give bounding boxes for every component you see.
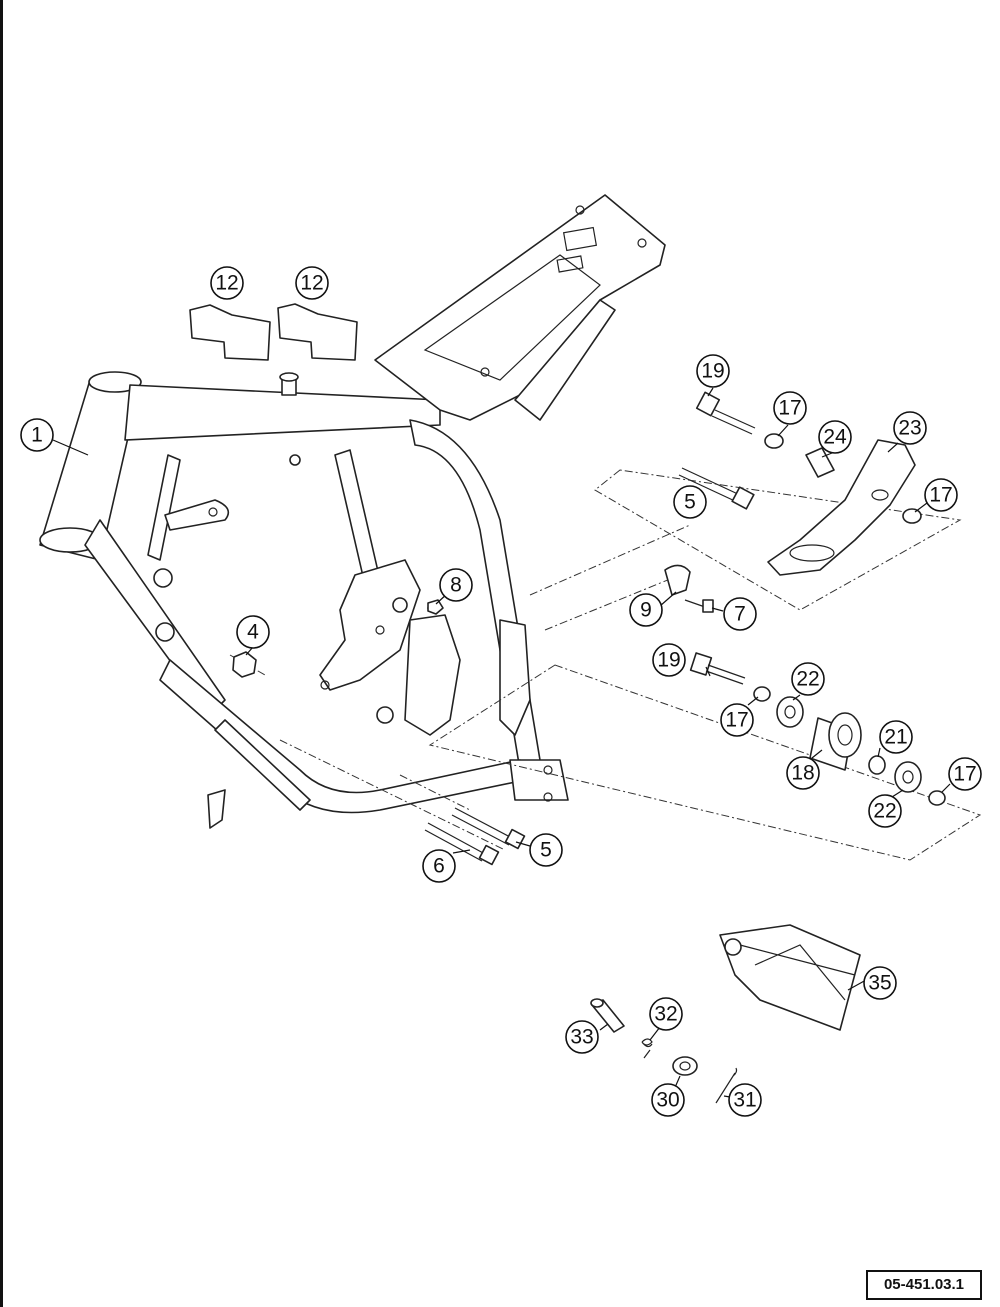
callout-32-label: 32 xyxy=(654,1003,677,1026)
callout-1-label: 1 xyxy=(31,424,43,447)
callout-31-label: 31 xyxy=(733,1089,756,1112)
callout-5-upper-label: 5 xyxy=(684,491,696,514)
callout-30: 30 xyxy=(651,1083,685,1117)
callout-32: 32 xyxy=(649,997,683,1031)
callout-21: 21 xyxy=(879,720,913,754)
callout-8: 8 xyxy=(439,568,473,602)
callout-12-right: 12 xyxy=(295,266,329,300)
callout-17-lower-left: 17 xyxy=(720,703,754,737)
callout-6-label: 6 xyxy=(433,855,445,878)
callout-17-lower-left-label: 17 xyxy=(725,709,748,732)
callout-9-label: 9 xyxy=(640,599,652,622)
callout-8-label: 8 xyxy=(450,574,462,597)
callout-22-lower: 22 xyxy=(868,794,902,828)
callout-33-label: 33 xyxy=(570,1026,593,1049)
callout-5-upper: 5 xyxy=(673,485,707,519)
callout-23-label: 23 xyxy=(898,417,921,440)
callout-6: 6 xyxy=(422,849,456,883)
callout-21-label: 21 xyxy=(884,726,907,749)
callout-19-upper: 19 xyxy=(696,354,730,388)
callout-24-label: 24 xyxy=(823,426,847,449)
callout-12-left: 12 xyxy=(210,266,244,300)
callout-35-label: 35 xyxy=(868,972,891,995)
callout-19-lower-label: 19 xyxy=(657,649,680,672)
callout-17-right-upper: 17 xyxy=(924,478,958,512)
callout-18-label: 18 xyxy=(791,762,814,785)
callout-23: 23 xyxy=(893,411,927,445)
callout-7: 7 xyxy=(723,597,757,631)
drawing-reference-code: 05-451.03.1 xyxy=(866,1270,982,1300)
callout-5-lower: 5 xyxy=(529,833,563,867)
callout-17-upper: 17 xyxy=(773,391,807,425)
callout-24: 24 xyxy=(818,420,852,454)
callout-30-label: 30 xyxy=(656,1089,679,1112)
page-left-border xyxy=(0,0,3,1307)
callout-17-lower-right-label: 17 xyxy=(953,763,976,786)
callout-22-upper: 22 xyxy=(791,662,825,696)
callout-1: 1 xyxy=(20,418,54,452)
frame-drawing xyxy=(39,194,666,829)
callout-17-upper-label: 17 xyxy=(778,397,801,420)
callout-19-lower: 19 xyxy=(652,643,686,677)
callout-18: 18 xyxy=(786,756,820,790)
callout-33: 33 xyxy=(565,1020,599,1054)
callout-19-upper-label: 19 xyxy=(701,360,724,383)
callout-17-right-upper-label: 17 xyxy=(929,484,952,507)
callout-22-lower-label: 22 xyxy=(873,800,896,823)
callout-4-label: 4 xyxy=(247,621,259,644)
callout-7-label: 7 xyxy=(734,603,746,626)
callout-12-right-label: 12 xyxy=(300,272,323,295)
callout-5-lower-label: 5 xyxy=(540,839,552,862)
callout-12-left-label: 12 xyxy=(215,272,238,295)
callout-9: 9 xyxy=(629,593,663,627)
callout-17-lower-right: 17 xyxy=(948,757,982,791)
callout-31: 31 xyxy=(728,1083,762,1117)
callout-4: 4 xyxy=(236,615,270,649)
callout-35: 35 xyxy=(863,966,897,1000)
callout-22-upper-label: 22 xyxy=(796,668,819,691)
small-parts xyxy=(189,303,946,1104)
